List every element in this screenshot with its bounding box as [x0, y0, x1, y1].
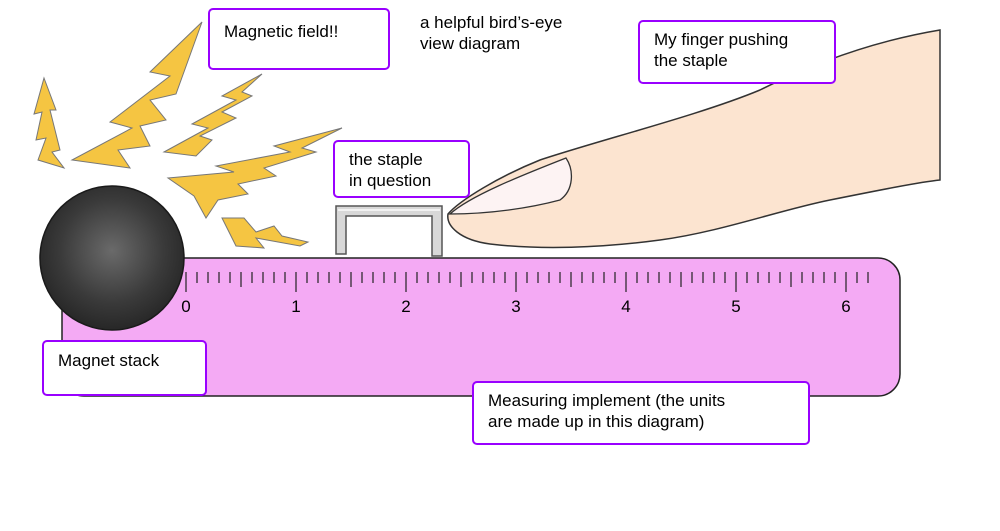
- staple-icon: [335, 205, 443, 257]
- staple-callout: the staple in question: [333, 140, 470, 198]
- ruler-number: 2: [401, 297, 411, 316]
- finger-callout: My finger pushing the staple: [638, 20, 836, 84]
- magnetic-field-callout: Magnetic field!!: [208, 8, 390, 70]
- lightning-bolt-icon: [221, 217, 310, 249]
- ruler-number: 4: [621, 297, 631, 316]
- lightning-bolt-icon: [166, 127, 343, 219]
- ruler: [61, 257, 901, 397]
- ruler-number: 0: [181, 297, 191, 316]
- ruler-number: 3: [511, 297, 521, 316]
- ruler-ticks: [185, 272, 869, 292]
- lightning-bolt-icon: [33, 76, 66, 169]
- lightning-bolt-icon: [70, 21, 203, 169]
- magnetic-field-bolts: [33, 21, 343, 249]
- magnet-sphere-icon: [39, 185, 185, 331]
- ruler-number: 6: [841, 297, 851, 316]
- lightning-bolt-icon: [162, 73, 263, 157]
- ruler-number: 5: [731, 297, 741, 316]
- finger-icon: [447, 29, 941, 249]
- ruler-callout: Measuring implement (the units are made …: [472, 381, 810, 445]
- ruler-number: 1: [291, 297, 301, 316]
- birds-eye-note: a helpful bird’s-eye view diagram: [420, 13, 563, 53]
- magnet-callout: Magnet stack: [42, 340, 207, 396]
